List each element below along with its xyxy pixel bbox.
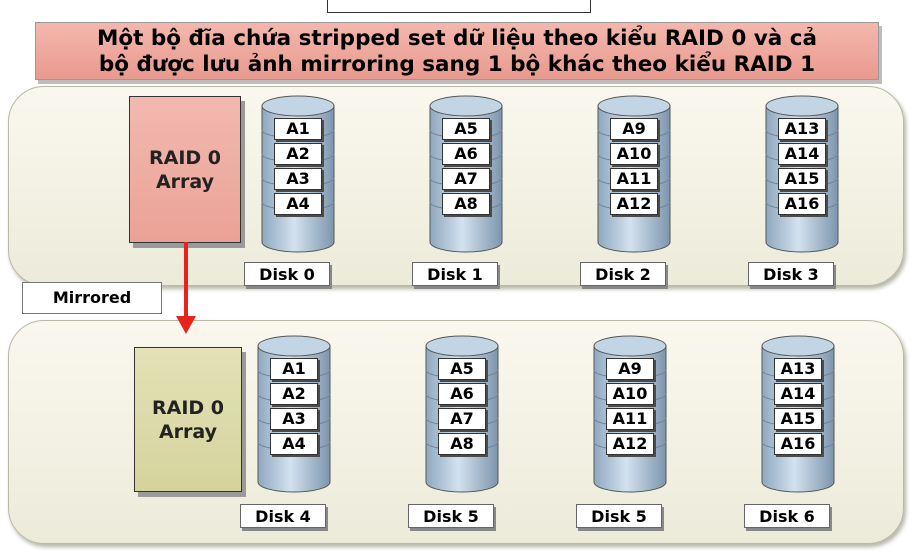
mirror-arrow [184, 242, 188, 318]
data-block: A15 [774, 408, 822, 430]
array-label-line2: Array [158, 420, 218, 443]
data-block: A12 [606, 433, 654, 455]
disk-label: Disk 3 [748, 262, 834, 286]
disk-label: Disk 2 [580, 262, 666, 286]
data-block: A7 [442, 168, 490, 190]
data-block: A7 [438, 408, 486, 430]
data-block: A6 [438, 383, 486, 405]
data-block: A16 [774, 433, 822, 455]
disk-label: Disk 0 [244, 262, 330, 286]
top-frame-edge [327, 0, 591, 13]
data-block: A16 [778, 193, 826, 215]
data-block: A4 [270, 433, 318, 455]
data-block: A11 [606, 408, 654, 430]
data-block: A10 [610, 143, 658, 165]
disk-label: Disk 1 [412, 262, 498, 286]
data-block: A13 [774, 358, 822, 380]
data-block: A1 [270, 358, 318, 380]
disk-label: Disk 4 [240, 504, 326, 528]
data-block: A8 [438, 433, 486, 455]
data-block: A11 [610, 168, 658, 190]
data-block: A8 [442, 193, 490, 215]
data-block: A2 [270, 383, 318, 405]
data-block: A6 [442, 143, 490, 165]
data-block: A4 [274, 193, 322, 215]
array-label-line2: Array [155, 170, 215, 193]
data-block: A12 [610, 193, 658, 215]
data-block: A2 [274, 143, 322, 165]
data-block: A14 [774, 383, 822, 405]
data-block: A10 [606, 383, 654, 405]
data-block: A14 [778, 143, 826, 165]
data-block: A1 [274, 118, 322, 140]
data-block: A13 [778, 118, 826, 140]
banner-line-2: bộ được lưu ảnh mirroring sang 1 bộ khác… [98, 52, 816, 77]
data-block: A3 [270, 408, 318, 430]
data-block: A3 [274, 168, 322, 190]
array-label-line1: RAID 0 [151, 396, 224, 419]
mirrored-label: Mirrored [22, 282, 162, 314]
data-block: A5 [442, 118, 490, 140]
disk-label: Disk 5 [408, 504, 494, 528]
raid0-array-box-top: RAID 0 Array [129, 96, 241, 243]
disk-label: Disk 5 [576, 504, 662, 528]
raid0-array-box-bottom: RAID 0 Array [134, 347, 242, 492]
data-block: A5 [438, 358, 486, 380]
data-block: A9 [606, 358, 654, 380]
banner-line-1: Một bộ đĩa chứa stripped set dữ liệu the… [96, 26, 818, 51]
data-block: A9 [610, 118, 658, 140]
title-banner: Một bộ đĩa chứa stripped set dữ liệu the… [35, 22, 879, 80]
array-label-line1: RAID 0 [148, 146, 221, 169]
mirror-arrow-head [176, 316, 196, 334]
data-block: A15 [778, 168, 826, 190]
disk-label: Disk 6 [744, 504, 830, 528]
